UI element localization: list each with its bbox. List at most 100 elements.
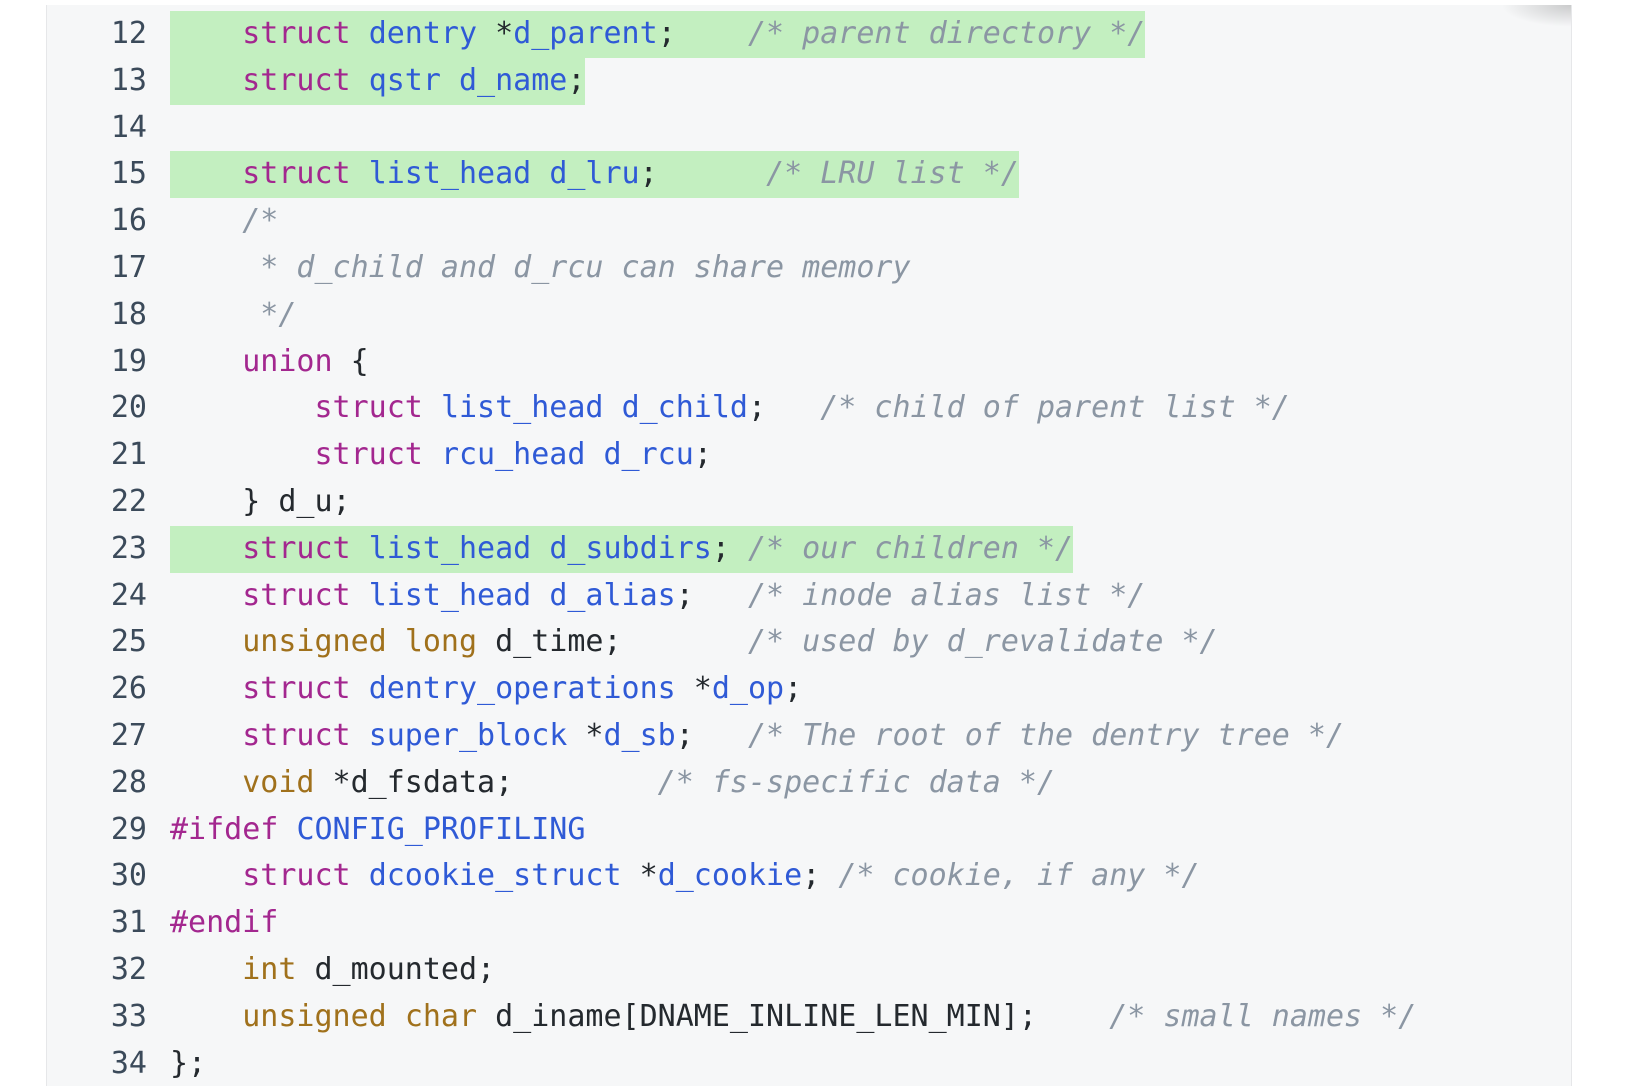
code-line: 21 struct rcu_head d_rcu; bbox=[47, 432, 1571, 479]
code-keyword: union bbox=[242, 343, 333, 379]
code-keyword: struct bbox=[242, 62, 351, 98]
code-comment: /* child of parent list */ bbox=[820, 390, 1290, 426]
code-comment: /* cookie, if any */ bbox=[838, 858, 1200, 894]
code-block: 12 struct dentry *d_parent; /* parent di… bbox=[47, 11, 1571, 1087]
code-text: int d_mounted; bbox=[170, 947, 495, 994]
code-plain: ; bbox=[657, 16, 748, 51]
code-identifier: d_name bbox=[459, 62, 568, 98]
code-plain bbox=[170, 671, 242, 706]
line-number: 14 bbox=[110, 109, 147, 145]
highlighted-code-text: struct list_head d_lru; /* LRU list */ bbox=[170, 151, 1019, 199]
code-plain: ; bbox=[639, 156, 767, 192]
line-number: 22 bbox=[110, 483, 147, 519]
code-plain bbox=[170, 765, 242, 800]
code-comment: /* fs-specific data */ bbox=[657, 764, 1056, 800]
code-plain: *d_fsdata; bbox=[314, 764, 658, 800]
line-number: 12 bbox=[110, 16, 147, 51]
code-line: 24 struct list_head d_alias; /* inode al… bbox=[47, 573, 1571, 620]
code-line: 29 #ifdef CONFIG_PROFILING bbox=[47, 807, 1571, 854]
line-number: 30 bbox=[110, 858, 147, 894]
code-plain bbox=[351, 718, 369, 753]
code-comment: */ bbox=[242, 296, 297, 332]
code-primitive-type: char bbox=[404, 998, 478, 1034]
code-text: struct rcu_head d_rcu; bbox=[170, 432, 712, 479]
code-comment: /* used by d_revalidate */ bbox=[748, 624, 1218, 660]
code-plain bbox=[170, 437, 315, 472]
code-plain: } d_u; bbox=[170, 483, 351, 519]
code-viewer: 12 struct dentry *d_parent; /* parent di… bbox=[46, 5, 1572, 1086]
code-preprocessor: #endif bbox=[170, 905, 279, 941]
code-line: 16 /* bbox=[47, 198, 1571, 245]
code-plain bbox=[423, 437, 441, 472]
code-plain: * bbox=[621, 858, 658, 894]
code-plain: * bbox=[477, 16, 514, 51]
code-plain bbox=[170, 718, 242, 753]
code-comment: /* The root of the dentry tree */ bbox=[748, 717, 1345, 753]
code-identifier: d_rcu bbox=[603, 437, 694, 473]
code-plain bbox=[170, 390, 315, 425]
code-plain bbox=[170, 858, 242, 893]
code-plain: ; bbox=[675, 577, 748, 613]
line-number: 31 bbox=[110, 905, 147, 941]
code-preprocessor: #ifdef bbox=[170, 811, 279, 847]
code-keyword: struct bbox=[242, 717, 351, 753]
code-identifier: qstr bbox=[368, 62, 441, 98]
code-text: }; bbox=[170, 1041, 206, 1087]
code-text: unsigned char d_iname[DNAME_INLINE_LEN_M… bbox=[170, 994, 1416, 1041]
code-identifier: dentry bbox=[368, 16, 478, 51]
code-keyword: struct bbox=[314, 437, 423, 473]
code-primitive-type: int bbox=[242, 951, 297, 987]
code-plain: ; bbox=[693, 437, 712, 473]
line-number: 33 bbox=[110, 998, 147, 1034]
code-line: 15 struct list_head d_lru; /* LRU list *… bbox=[47, 151, 1571, 199]
code-text: #ifdef CONFIG_PROFILING bbox=[170, 807, 585, 854]
code-keyword: struct bbox=[242, 156, 351, 192]
code-identifier: rcu_head bbox=[440, 437, 586, 473]
code-line: 22 } d_u; bbox=[47, 479, 1571, 526]
code-plain bbox=[423, 390, 441, 425]
code-plain bbox=[531, 578, 549, 613]
code-line: 32 int d_mounted; bbox=[47, 947, 1571, 994]
code-plain bbox=[170, 952, 242, 987]
code-primitive-type: long bbox=[404, 624, 478, 660]
code-identifier: d_subdirs bbox=[549, 530, 712, 566]
code-plain bbox=[531, 531, 549, 566]
code-identifier: d_parent bbox=[513, 16, 658, 51]
line-number: 29 bbox=[110, 811, 147, 847]
code-keyword: struct bbox=[242, 671, 351, 707]
code-plain: * bbox=[567, 717, 604, 753]
code-primitive-type: void bbox=[242, 764, 315, 800]
code-identifier: dentry_operations bbox=[368, 671, 676, 707]
code-plain: ; bbox=[711, 530, 748, 566]
code-plain: ; bbox=[675, 717, 748, 753]
code-identifier: list_head bbox=[440, 390, 604, 426]
code-comment: /* our children */ bbox=[748, 530, 1074, 566]
code-text: struct dcookie_struct *d_cookie; /* cook… bbox=[170, 853, 1200, 900]
code-plain bbox=[170, 16, 242, 51]
code-text: struct super_block *d_sb; /* The root of… bbox=[170, 713, 1344, 760]
code-plain bbox=[170, 999, 242, 1034]
code-line: 20 struct list_head d_child; /* child of… bbox=[47, 385, 1571, 432]
code-keyword: struct bbox=[242, 16, 351, 51]
line-number: 27 bbox=[110, 717, 147, 753]
code-comment: /* parent directory */ bbox=[748, 16, 1146, 51]
code-line: 13 struct qstr d_name; bbox=[47, 57, 1571, 105]
code-plain bbox=[604, 390, 622, 425]
code-plain bbox=[531, 156, 549, 191]
code-plain bbox=[170, 203, 242, 238]
code-identifier: list_head bbox=[368, 577, 532, 613]
line-number: 15 bbox=[110, 156, 147, 192]
code-plain: * bbox=[675, 671, 712, 707]
code-plain bbox=[170, 344, 242, 379]
code-text: union { bbox=[170, 339, 368, 386]
code-text: unsigned long d_time; /* used by d_reval… bbox=[170, 619, 1218, 666]
code-plain: d_time; bbox=[477, 624, 748, 660]
code-plain bbox=[170, 63, 242, 98]
code-line: 25 unsigned long d_time; /* used by d_re… bbox=[47, 619, 1571, 666]
highlighted-code-text: struct dentry *d_parent; /* parent direc… bbox=[170, 11, 1146, 58]
code-identifier: list_head bbox=[368, 156, 532, 192]
code-plain bbox=[585, 437, 603, 472]
code-line: 14 bbox=[47, 105, 1571, 152]
code-keyword: struct bbox=[242, 577, 351, 613]
code-primitive-type: unsigned bbox=[242, 624, 387, 660]
